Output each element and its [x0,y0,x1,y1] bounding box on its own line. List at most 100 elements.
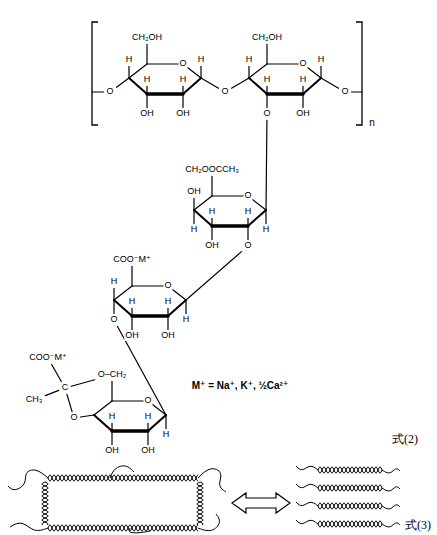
bond-line [67,394,72,411]
random-coil [129,528,150,533]
atom-label: OH [124,331,140,341]
bond-line [265,210,266,224]
bond-line [117,78,129,87]
bond-line [131,316,132,330]
atom-label: H [143,75,152,85]
helix-strand [318,467,382,473]
atom-label: H [208,207,217,217]
ring-bond [212,224,248,228]
bond-line [182,94,183,108]
atom-label: OH [160,331,176,341]
random-coil [296,484,318,488]
atom-label: O [243,241,252,251]
bond-line [186,252,241,300]
random-coil [382,505,400,509]
bond-line [302,94,303,108]
bond-line [147,423,148,431]
atom-label: H [245,55,254,65]
bond-line [200,66,201,78]
atom-label: O [262,109,271,119]
random-coil [296,502,318,506]
atom-label: COO⁻M⁺ [112,255,152,265]
helix-strand [48,475,198,481]
atom-label: H [182,315,191,325]
atom-label: H [179,75,188,85]
ring-bond [112,429,148,433]
helix-strand [318,521,382,527]
bond-line [211,176,212,196]
helix-strand [318,503,382,509]
bond-line [266,86,267,94]
atom-label: O [340,87,349,97]
bond-line [232,78,249,88]
atom-label: H [110,277,119,287]
atom-label: O–CH₂ [97,370,128,380]
atom-label: CH₂OOCCH₃ [184,165,240,175]
atom-label: H [263,75,272,85]
bond-line [113,300,114,314]
random-coil [110,466,134,478]
bond-line [131,266,132,286]
bond-line [52,364,62,381]
ring-bond [132,314,168,318]
sugar-rings [94,64,321,431]
atom-label: C [61,383,70,393]
bond-line [165,415,166,429]
bond-line [185,300,186,314]
bond-line [182,86,183,94]
bond-line [92,91,103,92]
atom-label: O [243,191,252,201]
ring-bond [267,92,303,96]
atom-label: OH [186,187,202,197]
bond-line [111,423,112,431]
atom-label: O [220,87,229,97]
bond-line [146,94,147,108]
bond-line [113,288,114,300]
bond-line [266,44,267,64]
atom-label: O [163,281,172,291]
bond-line [111,431,112,445]
repeat-bracket [92,22,98,125]
helix-strand [42,482,48,525]
ring-bond [147,92,183,96]
bond-line [321,78,338,88]
random-coil [198,469,226,492]
helix-strand [318,485,382,491]
atom-label: CH₂OH [251,33,283,43]
random-coil [8,470,48,490]
repeat-subscript: n [368,117,376,128]
atom-label: H [190,225,199,235]
atom-label: H [108,412,117,422]
random-coil [296,466,318,470]
helix-strand [42,482,48,525]
atom-label: OH [139,109,155,119]
helix-strand [197,482,203,525]
helix-strand [318,521,382,527]
helix-strand [318,485,382,491]
helix-strand [48,475,198,481]
atom-label: OH [204,241,220,251]
atom-label: OH [175,109,191,119]
bond-line [131,308,132,316]
atom-label: H [197,55,206,65]
bond-line [146,44,147,64]
random-coil [198,514,219,531]
bond-lines [45,44,362,444]
atom-label: H [164,297,173,307]
atom-label: O [178,59,187,69]
figure-number: 式(3) [404,519,432,532]
bond-line [247,218,248,226]
bond-line [302,86,303,94]
figure-number: 式(2) [391,433,419,446]
bond-line [266,94,267,108]
bond-line [128,66,129,78]
atom-label: OH [140,446,156,456]
atom-label: O [298,59,307,69]
helix-strand [318,467,382,473]
repeat-bracket [356,22,362,125]
bond-line [71,380,95,387]
atom-label: H [144,412,153,422]
bond-line [193,198,194,210]
